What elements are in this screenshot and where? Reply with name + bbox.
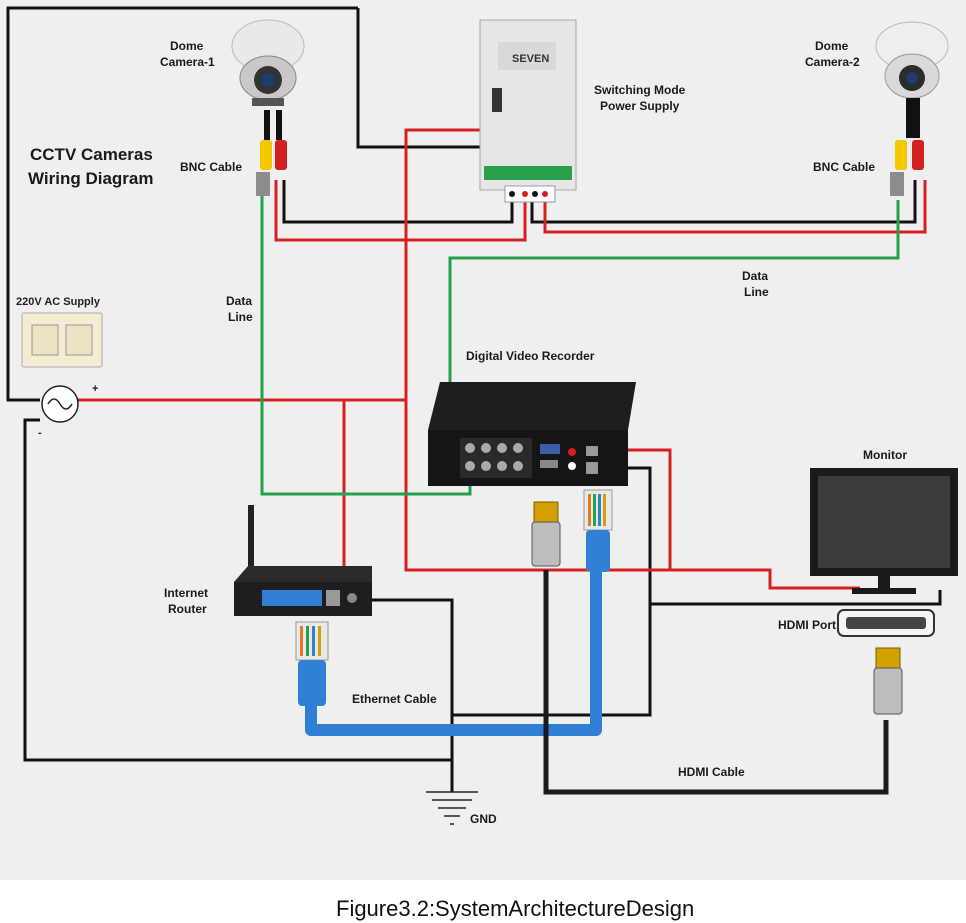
dome-camera-1 [231, 19, 305, 196]
router-rj45-connector [295, 621, 329, 706]
psu-label-line2: Power Supply [600, 99, 680, 113]
ground-wire [23, 418, 454, 792]
ground-symbol [426, 791, 478, 825]
router-label-line2: Router [168, 602, 207, 616]
data-line-label-left-1: Data [226, 294, 252, 308]
figure-caption: Figure3.2:SystemArchitectureDesign [336, 896, 694, 921]
hdmi-port [837, 609, 935, 637]
ac-supply-socket [21, 312, 103, 423]
cam2-negative-wire [530, 180, 917, 224]
camera1-label-line1: Dome [170, 39, 204, 53]
cam1-positive-wire [274, 180, 527, 242]
ac-supply-label: 220V AC Supply [16, 296, 101, 308]
router-label-line1: Internet [164, 586, 208, 600]
dvr-hdmi-connector [531, 501, 561, 567]
bnc-cable-label-right: BNC Cable [813, 160, 875, 174]
switching-power-supply: SEVEN [479, 19, 577, 203]
red-positive-wires [78, 128, 927, 590]
ethernet-cable [305, 570, 602, 736]
dvr-rj45-connector [583, 489, 613, 572]
router-negative-wire [362, 598, 454, 760]
psu-ac-black-wire [356, 8, 480, 149]
data-line-label-right-1: Data [742, 269, 768, 283]
ethernet-cable-label: Ethernet Cable [352, 692, 437, 706]
monitor [810, 468, 958, 594]
internet-router [234, 505, 372, 616]
data-line-label-left-2: Line [228, 310, 253, 324]
cam1-negative-wire [282, 180, 514, 224]
psu-ac-red-wire [404, 128, 480, 400]
bnc-cable-label-left: BNC Cable [180, 160, 242, 174]
ac-neutral-wire [6, 6, 358, 402]
hdmi-cable-label: HDMI Cable [678, 765, 745, 779]
digital-video-recorder [428, 382, 636, 486]
monitor-positive-wire [670, 568, 860, 590]
dvr-negative-wire [452, 466, 652, 717]
psu-brand: SEVEN [512, 53, 549, 65]
sine-wave-icon [47, 398, 73, 410]
camera2-label-line2: Camera-2 [805, 55, 860, 69]
hdmi-port-label: HDMI Port [778, 618, 836, 632]
psu-label-line1: Switching Mode [594, 83, 686, 97]
data-line-label-right-2: Line [744, 285, 769, 299]
dome-camera-2 [875, 21, 949, 196]
camera2-label-line1: Dome [815, 39, 849, 53]
plus-sign: + [92, 383, 98, 395]
cam2-positive-wire [543, 180, 927, 234]
minus-sign: - [38, 427, 42, 439]
black-negative-wires [6, 6, 942, 792]
monitor-negative-wire [650, 590, 942, 606]
diagram-title-line2: Wiring Diagram [28, 169, 153, 188]
monitor-label: Monitor [863, 448, 907, 462]
camera1-label-line2: Camera-1 [160, 55, 215, 69]
dvr-label: Digital Video Recorder [466, 349, 595, 363]
diagram-title-line1: CCTV Cameras [30, 145, 153, 164]
gnd-label: GND [470, 812, 497, 826]
monitor-hdmi-connector [873, 647, 903, 715]
hdmi-cable [543, 570, 889, 795]
